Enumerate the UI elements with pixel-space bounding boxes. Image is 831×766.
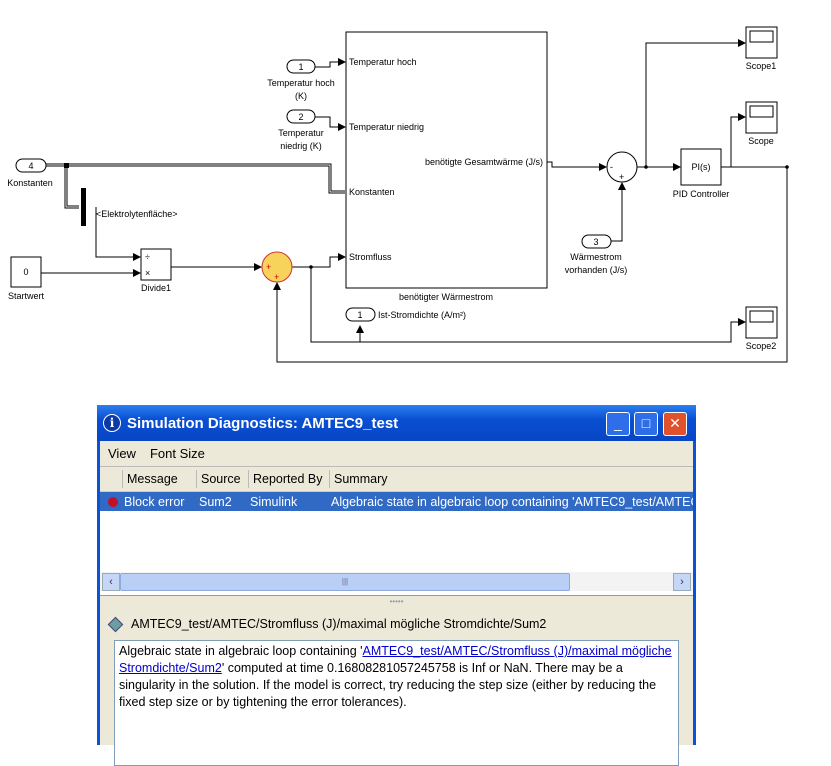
cell-summary: Algebraic state in algebraic loop contai… xyxy=(331,494,693,509)
horizontal-scrollbar[interactable]: ‹ ||| › xyxy=(100,572,693,591)
cell-source: Sum2 xyxy=(199,494,232,509)
inport-3[interactable]: 3 Wärmestrom vorhanden (J/s) xyxy=(565,234,628,275)
inport-label: Temperatur hoch xyxy=(267,78,335,88)
subsystem-port: benötigte Gesamtwärme (J/s) xyxy=(425,157,543,167)
column-message[interactable]: Message xyxy=(122,470,196,488)
info-icon: i xyxy=(103,414,121,432)
subsystem-port: Konstanten xyxy=(349,187,395,197)
title-bar[interactable]: i Simulation Diagnostics: AMTEC9_test xyxy=(97,405,696,441)
sum-sign: + xyxy=(619,172,624,182)
error-icon xyxy=(108,496,118,507)
sum-sign: - xyxy=(610,162,613,172)
diagnostics-table: Message Source Reported By Summary Block… xyxy=(100,467,693,596)
inport-label: Wärmestrom xyxy=(570,252,622,262)
divide-block[interactable]: ÷ × Divide1 xyxy=(140,248,172,293)
bus-selector[interactable]: <Elektrolytenfläche> xyxy=(81,188,178,226)
column-summary[interactable]: Summary xyxy=(329,470,387,488)
message-text-end: ' computed at time 0.16808281057245758 i… xyxy=(119,661,657,709)
constant-block[interactable]: 0 Startwert xyxy=(8,256,45,301)
outport-number: 1 xyxy=(357,310,362,320)
column-source[interactable]: Source xyxy=(196,470,248,488)
constant-label: Startwert xyxy=(8,291,45,301)
inport-label: Konstanten xyxy=(7,178,53,188)
sum-sign: + xyxy=(274,272,279,282)
divide-operator: ÷ xyxy=(145,252,150,262)
pid-controller[interactable]: PI(s) PID Controller xyxy=(673,148,730,199)
sum-sign: + xyxy=(266,262,271,272)
scroll-left-button[interactable]: ‹ xyxy=(102,573,120,591)
cell-message: Block error xyxy=(124,494,185,509)
pid-text: PI(s) xyxy=(692,162,711,172)
inport-label: Temperatur xyxy=(278,128,324,138)
table-header: Message Source Reported By Summary xyxy=(100,467,693,492)
scope-label: Scope xyxy=(748,136,774,146)
minimize-button[interactable]: _ xyxy=(606,412,630,436)
inport-2[interactable]: 2 Temperatur niedrig (K) xyxy=(278,109,324,151)
scroll-right-button[interactable]: › xyxy=(673,573,691,591)
block-path-text: AMTEC9_test/AMTEC/Stromfluss (J)/maximal… xyxy=(131,617,547,631)
inport-number: 3 xyxy=(593,237,598,247)
outport-1[interactable]: 1 Ist-Stromdichte (A/m²) xyxy=(345,307,466,322)
table-row[interactable]: Block error Sum2 Simulink Algebraic stat… xyxy=(100,492,693,511)
cell-reported-by: Simulink xyxy=(250,494,298,509)
simulink-diagram: 1 Temperatur hoch (K) 2 Temperatur niedr… xyxy=(7,26,789,363)
bus-signal-label: <Elektrolytenfläche> xyxy=(96,209,178,219)
inport-label: niedrig (K) xyxy=(280,141,322,151)
subsystem-port: Stromfluss xyxy=(349,252,392,262)
subsystem-label: benötigter Wärmestrom xyxy=(399,292,493,302)
subsystem-block[interactable]: Temperatur hoch Temperatur niedrig Konst… xyxy=(345,31,548,302)
sum2-block[interactable]: + + xyxy=(261,251,293,283)
pid-label: PID Controller xyxy=(673,189,730,199)
scroll-thumb[interactable]: ||| xyxy=(120,573,570,591)
scope[interactable]: Scope xyxy=(745,101,778,146)
scope-label: Scope1 xyxy=(746,61,777,71)
splitter-handle[interactable]: ••••• xyxy=(389,597,404,606)
block-link[interactable]: AMTEC9_test/AMTEC/Stromfluss (J)/maximal… xyxy=(119,644,672,675)
inport-number: 1 xyxy=(298,62,303,72)
inport-label: (K) xyxy=(295,91,307,101)
window-title: Simulation Diagnostics: AMTEC9_test xyxy=(127,414,399,432)
block-path: AMTEC9_test/AMTEC/Stromfluss (J)/maximal… xyxy=(107,616,547,632)
block-icon xyxy=(107,616,124,632)
inport-number: 4 xyxy=(28,161,33,171)
scope-label: Scope2 xyxy=(746,341,777,351)
constant-value: 0 xyxy=(23,267,28,277)
multiply-operator: × xyxy=(145,268,150,278)
menu-view[interactable]: View xyxy=(108,446,136,461)
maximize-button[interactable]: □ xyxy=(634,412,658,436)
menu-bar: View Font Size xyxy=(100,441,693,467)
scope2[interactable]: Scope2 xyxy=(745,306,778,351)
scope1[interactable]: Scope1 xyxy=(745,26,778,71)
inport-label: vorhanden (J/s) xyxy=(565,265,628,275)
subsystem-port: Temperatur hoch xyxy=(349,57,417,67)
message-text: Algebraic state in algebraic loop contai… xyxy=(114,640,679,766)
sum-block[interactable]: - + xyxy=(606,151,638,183)
subsystem-port: Temperatur niedrig xyxy=(349,122,424,132)
inport-4[interactable]: 4 Konstanten xyxy=(7,158,53,188)
inport-number: 2 xyxy=(298,112,303,122)
close-button[interactable]: ✕ xyxy=(663,412,687,436)
menu-font-size[interactable]: Font Size xyxy=(149,446,205,461)
message-text-start: Algebraic state in algebraic loop contai… xyxy=(119,644,363,658)
divide-label: Divide1 xyxy=(141,283,171,293)
inport-1[interactable]: 1 Temperatur hoch (K) xyxy=(267,59,335,101)
outport-label: Ist-Stromdichte (A/m²) xyxy=(378,310,466,320)
simulation-diagnostics-window: i Simulation Diagnostics: AMTEC9_test _ … xyxy=(97,405,696,766)
column-reported-by[interactable]: Reported By xyxy=(248,470,329,488)
